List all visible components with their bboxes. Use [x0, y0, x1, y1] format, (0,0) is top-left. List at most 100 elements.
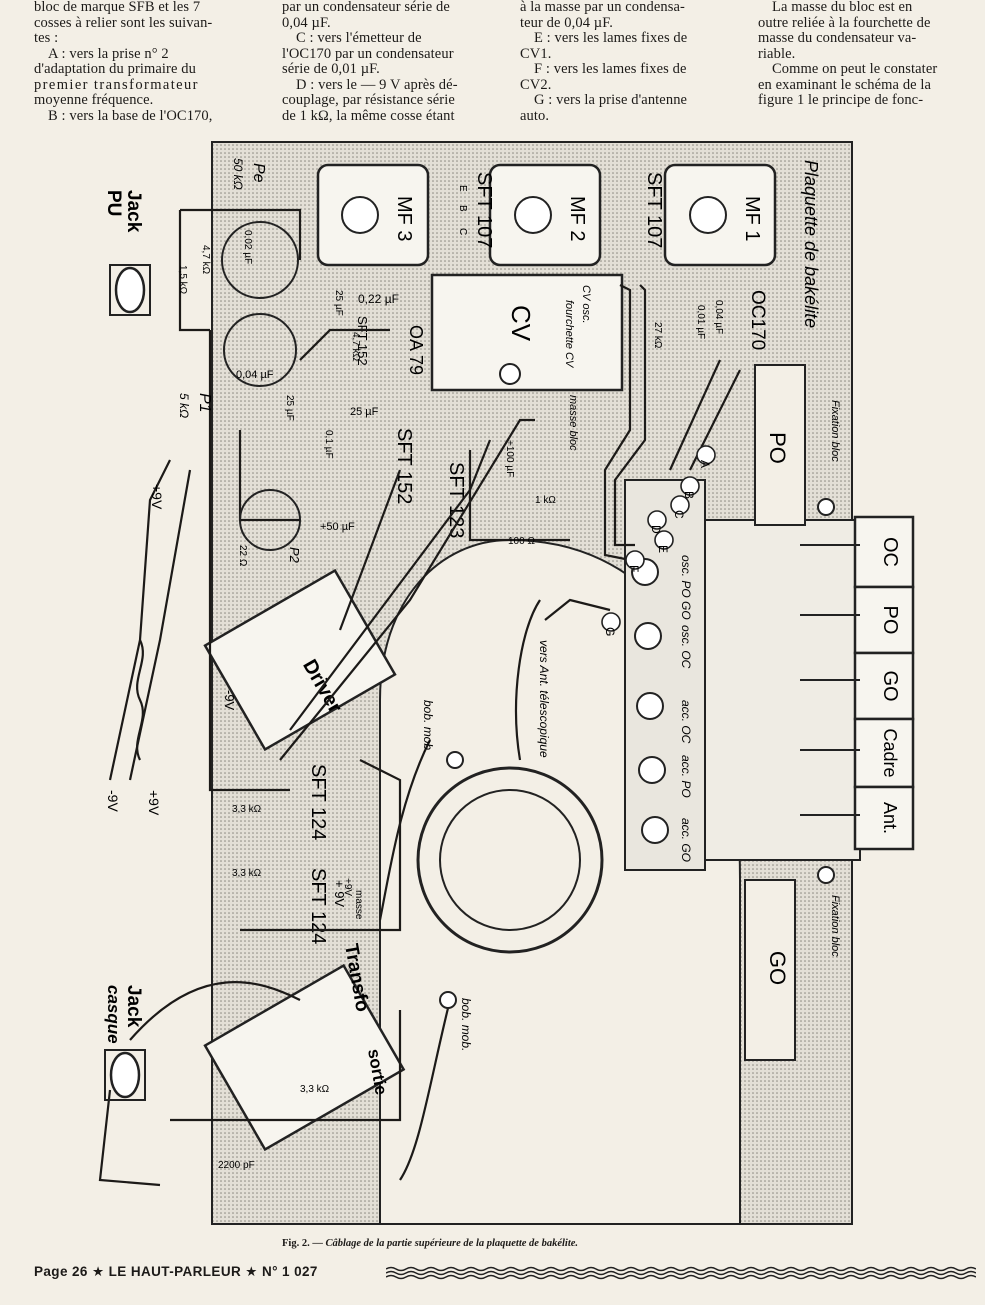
component-25uf-a: 25 µF [333, 290, 344, 316]
caption-text: Câblage de la partie supérieure de la pl… [325, 1238, 579, 1249]
text-line: à la masse par un condensa- [520, 0, 685, 15]
component-1-5k: 1,5 kΩ [177, 265, 188, 295]
text-column-4: La masse du bloc est en outre reliée à l… [758, 0, 980, 109]
component-25uf-c: 25 µF [350, 406, 379, 418]
sft152-label-1: SFT 152 [355, 316, 370, 366]
mf3-label: MF 3 [393, 196, 415, 242]
ebc-c: C [457, 228, 468, 235]
sft123-label: SFT 123 [445, 462, 467, 538]
text-column-1: bloc de marque SFB et les 7 cosses à rel… [34, 0, 268, 124]
fixation-screw-bottom [817, 866, 835, 884]
antenna-label: vers Ant. télescopique [537, 640, 551, 758]
component-0-04uf-b: 0,04 µF [713, 300, 724, 334]
text-line: cosses à relier sont les suivan- [34, 14, 213, 31]
terminal-e: E [656, 545, 670, 553]
text-line: de 1 kΩ, la même cosse étant [282, 107, 455, 124]
text-column-2: par un condensateur série de 0,04 µF. C … [282, 0, 506, 124]
text-line: D : vers le — 9 V après dé- [296, 76, 458, 93]
speaker-magnet-inner [439, 789, 581, 931]
component-4-7k-a: 4,7 kΩ [200, 245, 211, 275]
terminal-c: C [672, 510, 686, 519]
jack-casque [104, 1049, 146, 1101]
band-buttons [853, 515, 915, 851]
pe-label: Pe [250, 163, 267, 183]
figure-caption: Fig. 2. — Câblage de la partie supérieur… [282, 1238, 578, 1249]
mf2-label: MF 2 [566, 196, 588, 242]
trimmer-label-acc-oc: acc. OC [679, 700, 693, 744]
cv-screw [499, 363, 521, 385]
supply-minus9v-driver: -9V [222, 690, 237, 711]
supply-plus9v-top: +9V [149, 484, 165, 510]
supply-minus9v-bottom: -9V [105, 790, 121, 812]
p2-potentiometer [239, 489, 301, 551]
component-0-01uf: 0,01 µF [695, 305, 706, 339]
component-3-3k-b: 3,3 kΩ [232, 868, 262, 879]
variable-capacitor [430, 273, 624, 392]
bob-mob-terminal-bottom [439, 991, 457, 1009]
component-3-3k-a: 3,3 kΩ [232, 804, 262, 815]
bob-mob-terminal-top [446, 751, 464, 769]
fixation-label-top: Fixation bloc [829, 400, 841, 462]
band-label-oc: OC [879, 537, 901, 567]
ebc-e: E [457, 185, 468, 192]
text-line: l'OC170 par un condensateur [282, 45, 454, 62]
component-labels: 0,02 µF 4,7 kΩ 1,5 kΩ 0,22 µF 25 µF 4,7 … [177, 230, 724, 1171]
jack-casque-title: Jack [123, 985, 144, 1028]
block-terminals [601, 445, 716, 632]
fixation-screw-top [817, 498, 835, 516]
terminal-f: F [627, 565, 641, 572]
footer-wavy-rule [386, 1266, 976, 1280]
component-100r: 100 Ω [508, 536, 535, 547]
component-0-1uf: 0,1 µF [323, 430, 334, 459]
band-button-stems [800, 544, 860, 816]
band-go-label: GO [765, 951, 790, 985]
pe-potentiometer [221, 221, 299, 299]
terminal-d: D [649, 525, 663, 534]
text-line: couplage, par résistance série [282, 92, 455, 108]
terminal-b: B [682, 491, 696, 499]
terminal-a: A [698, 460, 712, 468]
sft124-label-2: SFT 124 [307, 868, 329, 944]
component-plus9v: +9V [342, 878, 353, 896]
component-3-3k-c: 3,3 kΩ [300, 1084, 330, 1095]
oc170-label: OC170 [747, 290, 768, 350]
component-100uf: +100 µF [504, 440, 515, 477]
oa79-label: OA 79 [406, 325, 426, 375]
text-line: F : vers les lames fixes de [534, 61, 687, 77]
pe-value: 50 kΩ [231, 158, 245, 190]
switch-shaft [754, 364, 806, 526]
p2-label: P2 [287, 547, 302, 564]
text-line: d'adaptation du primaire du [34, 61, 196, 77]
text-line: C : vers l'émetteur de [296, 30, 422, 46]
bob-mob-label-top: bob. mob. [421, 700, 435, 753]
terminal-g: G [603, 627, 617, 636]
fixation-label-bottom: Fixation bloc [829, 895, 841, 957]
cv-note-fork: fourchette CV [563, 300, 575, 369]
text-line: auto. [520, 107, 550, 124]
text-line: CV1. [520, 45, 552, 62]
trimmer-label-acc-go: acc. GO [679, 818, 693, 862]
switch-bar [699, 519, 861, 861]
band-label-ant: Ant. [880, 802, 900, 834]
component-25uf-b: 25 µF [284, 395, 295, 421]
sft152-label-2: SFT 152 [393, 428, 415, 504]
p1-value: 5 kΩ [177, 393, 191, 418]
text-line: premier transformateur [34, 76, 199, 93]
wiring-figure: OC PO GO Cadre Ant. PO GO Fixation bloc … [98, 141, 915, 1225]
ebc-b: B [457, 205, 468, 212]
component-4-7k-b: 4,7 kΩ [350, 332, 361, 362]
text-line: 0,04 µF. [282, 14, 331, 31]
text-line: Comme on peut le constater [772, 61, 938, 77]
sft107-label-1: SFT 107 [473, 172, 495, 248]
jack-pu-title: Jack [123, 190, 144, 233]
text-line: A : vers la prise n° 2 [48, 45, 169, 62]
text-line: par un condensateur série de [282, 0, 450, 15]
component-2200pf: 2200 pF [218, 1160, 255, 1171]
text-line: B : vers la base de l'OC170, [48, 107, 213, 124]
component-50uf: +50 µF [320, 521, 355, 533]
text-line: teur de 0,04 µF. [520, 14, 613, 31]
jack-pu-subtitle: PU [103, 190, 124, 216]
text-line: tes : [34, 30, 59, 46]
bob-mob-label-bottom: bob. mob. [459, 998, 473, 1051]
p1-label: P1 [196, 393, 213, 413]
